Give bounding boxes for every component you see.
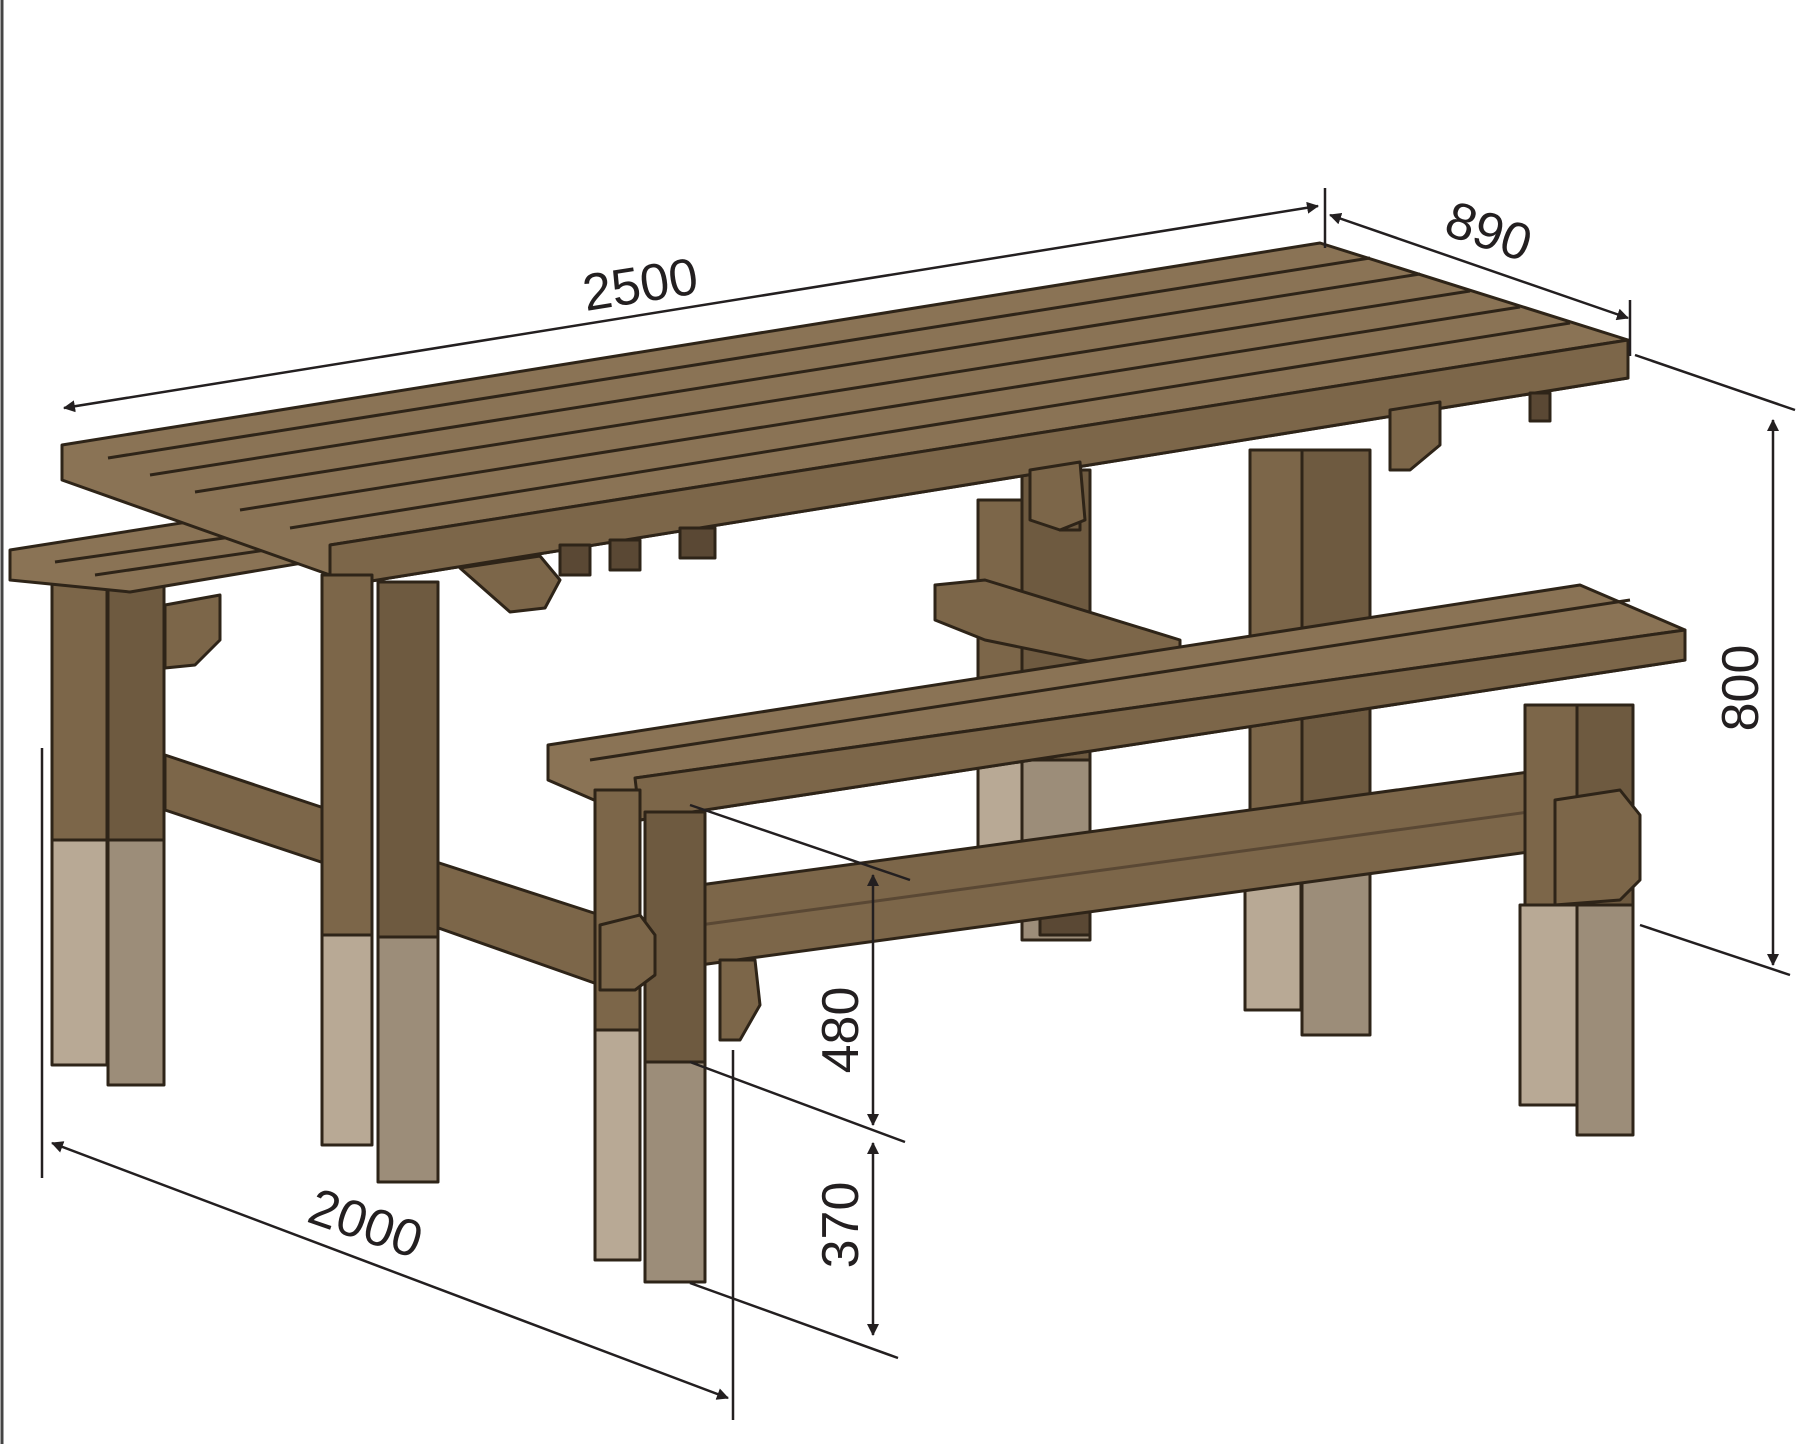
table-top — [60, 241, 1630, 614]
dim-label-bench-length: 2000 — [301, 1178, 429, 1271]
dim-label-post-depth: 370 — [812, 1182, 870, 1269]
front-bench-leg-left — [593, 788, 707, 1284]
dim-label-table-height: 800 — [1712, 645, 1770, 732]
dim-label-seat-height: 480 — [812, 987, 870, 1074]
dim-label-table-width: 890 — [1438, 190, 1539, 273]
dim-line-table-length — [63, 201, 1319, 413]
table-support-block — [458, 554, 562, 614]
back-bench-rail — [163, 753, 332, 867]
table-leg-front-left — [320, 573, 440, 1184]
back-bench-leg-left — [50, 578, 166, 1087]
front-bench — [546, 583, 1687, 1284]
dimension-lines — [40, 188, 1796, 1420]
dim-line-table-width — [1329, 212, 1629, 321]
front-bench-leg-right — [1518, 703, 1635, 1137]
table-leg-back-right — [1243, 448, 1372, 1037]
dim-label-table-length: 2500 — [579, 248, 702, 323]
dim-line-bench-length — [51, 1141, 729, 1400]
